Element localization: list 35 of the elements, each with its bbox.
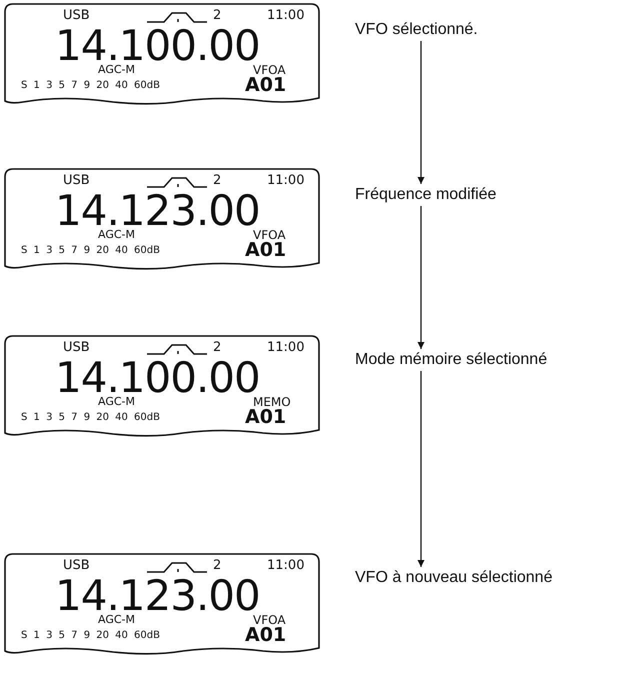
memory-channel: A01 xyxy=(245,241,286,260)
s-meter-scale: S 1 3 5 7 9 20 40 60dB xyxy=(21,413,160,423)
agc-label: AGC-M xyxy=(98,229,135,240)
agc-label: AGC-M xyxy=(98,64,135,75)
mode-label: USB xyxy=(63,559,90,572)
agc-label: AGC-M xyxy=(98,396,135,407)
memory-channel: A01 xyxy=(245,76,286,95)
mode-label: USB xyxy=(63,9,90,22)
mode-label: USB xyxy=(63,341,90,354)
step-caption: VFO sélectionné. xyxy=(355,22,478,38)
vfo-mode-label: VFOA xyxy=(253,229,286,241)
step-caption: VFO à nouveau sélectionné xyxy=(355,570,552,586)
filter-number: 2 xyxy=(213,9,222,22)
s-meter-scale: S 1 3 5 7 9 20 40 60dB xyxy=(21,246,160,256)
arrow xyxy=(418,371,424,567)
agc-label: AGC-M xyxy=(98,614,135,625)
filter-number: 2 xyxy=(213,559,222,572)
clock-time: 11:00 xyxy=(267,559,304,572)
vfo-mode-label: VFOA xyxy=(253,64,286,76)
s-meter-scale: S 1 3 5 7 9 20 40 60dB xyxy=(21,631,160,641)
step-caption: Mode mémoire sélectionné xyxy=(355,352,548,368)
vfo-mode-label: MEMO xyxy=(253,396,291,408)
step-caption: Fréquence modifiée xyxy=(355,187,496,203)
clock-time: 11:00 xyxy=(267,174,304,187)
clock-time: 11:00 xyxy=(267,9,304,22)
s-meter-scale: S 1 3 5 7 9 20 40 60dB xyxy=(21,81,160,91)
filter-number: 2 xyxy=(213,174,222,187)
vfo-mode-label: VFOA xyxy=(253,614,286,626)
arrow xyxy=(418,206,424,349)
mode-label: USB xyxy=(63,174,90,187)
memory-channel: A01 xyxy=(245,626,286,645)
arrow xyxy=(418,41,424,184)
memory-channel: A01 xyxy=(245,408,286,427)
filter-number: 2 xyxy=(213,341,222,354)
clock-time: 11:00 xyxy=(267,341,304,354)
